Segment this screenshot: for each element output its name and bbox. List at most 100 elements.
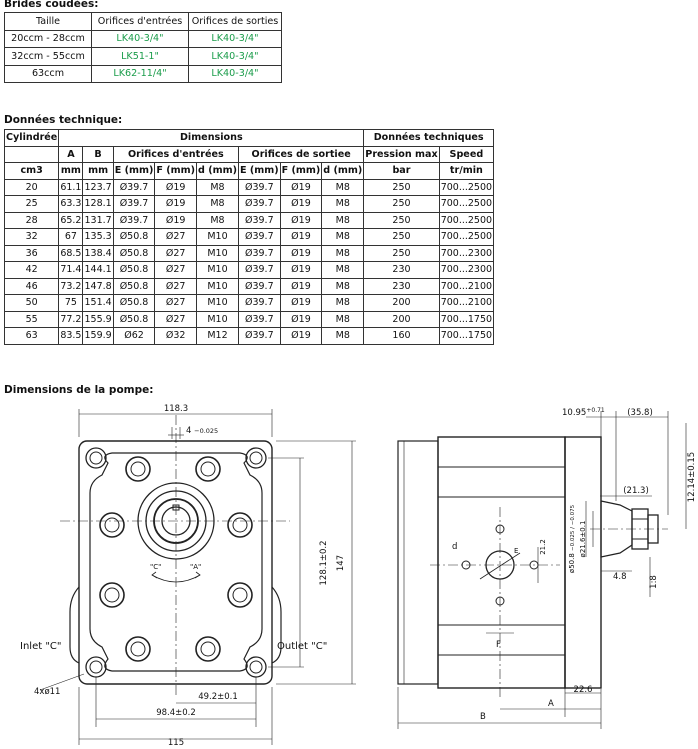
tech-cell: Ø19: [279, 277, 323, 295]
dim-213: (21.3): [623, 486, 649, 496]
dim-1095: 10.95+0.71: [562, 407, 605, 418]
tech-cell: 151.4: [82, 294, 114, 312]
dim-128: 128.1±0.2: [319, 541, 329, 586]
tech-cell: 250: [363, 211, 440, 229]
tech-header-orifices-sortie: Orifices de sortiee: [237, 145, 365, 163]
tech-cell: 46: [3, 277, 60, 295]
tech-cell: M8: [321, 261, 365, 279]
dim-226: 22.6: [574, 685, 593, 695]
tech-cell: M8: [321, 211, 365, 229]
tech-cell: 28: [3, 211, 60, 229]
tech-unit-cell: mm: [82, 162, 114, 180]
dim-4: 4 −0.025: [186, 426, 218, 436]
tech-cell: Ø50.8: [112, 261, 156, 279]
brides-cell: 32ccm - 55ccm: [4, 47, 92, 66]
tech-title: Données technique:: [4, 114, 123, 126]
tech-header-b: B: [82, 145, 114, 163]
tech-header-pression: Pression max: [363, 145, 440, 163]
tech-cell: 36: [3, 244, 60, 262]
tech-cell: M8: [321, 195, 365, 213]
tech-cell: M8: [321, 294, 365, 312]
tech-cell: 155.9: [82, 310, 114, 328]
brides-cell: 63ccm: [4, 64, 92, 83]
tech-cell: Ø27: [154, 277, 197, 295]
dim-118: 118.3: [164, 404, 188, 414]
tech-cell: Ø27: [154, 261, 197, 279]
brides-title: Brides coudées:: [4, 0, 99, 10]
label-f: F: [496, 640, 501, 650]
tech-header-donnees: Données techniques: [363, 129, 495, 147]
tech-cell: 25: [3, 195, 60, 213]
tech-cell: 159.9: [82, 327, 114, 345]
tech-cell: Ø27: [154, 228, 197, 246]
tech-cell: Ø39.7: [237, 327, 281, 345]
tech-cell: 250: [363, 178, 440, 196]
tech-cell: 700...2500: [438, 228, 495, 246]
tech-cell: 250: [363, 228, 440, 246]
brides-cell: LK51-1": [91, 47, 189, 66]
tech-cell: 128.1: [82, 195, 114, 213]
tech-cell: 160: [363, 327, 440, 345]
tech-unit-cell: cm3: [3, 162, 60, 180]
tech-cell: 61.1: [58, 178, 84, 196]
tech-cell: Ø19: [279, 228, 323, 246]
tech-cell: Ø39.7: [237, 195, 281, 213]
brides-cell: LK62-11/4": [91, 64, 189, 83]
brides-cell: LK40-3/4": [188, 64, 282, 83]
tech-cell: Ø50.8: [112, 244, 156, 262]
tech-cell: Ø19: [279, 294, 323, 312]
brides-table: Taille Orifices d'entrées Orifices de so…: [4, 12, 282, 83]
tech-cell: 55: [3, 310, 60, 328]
tech-cell: Ø27: [154, 294, 197, 312]
tech-unit-cell: d (mm): [196, 162, 239, 180]
tech-unit-cell: E (mm): [112, 162, 156, 180]
dim-212: 21.2: [539, 539, 547, 555]
tech-unit-cell: bar: [363, 162, 440, 180]
tech-cell: Ø27: [154, 310, 197, 328]
tech-cell: Ø32: [154, 327, 197, 345]
tech-cell: 73.2: [58, 277, 84, 295]
drawing-title: Dimensions de la pompe:: [4, 384, 154, 396]
tech-cell: Ø50.8: [112, 277, 156, 295]
tech-cell: 63.3: [58, 195, 84, 213]
table-row: 32ccm - 55ccm LK51-1" LK40-3/4": [4, 47, 282, 66]
tech-header-row-2: A B Orifices d'entrées Orifices de sorti…: [3, 145, 495, 163]
brides-cell: 20ccm - 28ccm: [4, 29, 92, 48]
tech-cell: 135.3: [82, 228, 114, 246]
tech-cell: Ø39.7: [237, 244, 281, 262]
dim-1214: 12.14±0.15: [687, 452, 697, 502]
tech-cell: Ø39.7: [237, 228, 281, 246]
tech-cell: Ø19: [279, 244, 323, 262]
label-d: d: [452, 542, 457, 552]
tech-cell: 700...1750: [438, 310, 495, 328]
tech-cell: 700...1750: [438, 327, 495, 345]
tech-cell: 700...2300: [438, 244, 495, 262]
tech-cell: 700...2500: [438, 178, 495, 196]
tech-cell: M10: [196, 277, 239, 295]
tech-header-orifices-entrees: Orifices d'entrées: [112, 145, 239, 163]
tech-cell: 50: [3, 294, 60, 312]
tech-cell: Ø39.7: [112, 211, 156, 229]
tech-header-a: A: [58, 145, 84, 163]
brides-cell: LK40-3/4": [188, 47, 282, 66]
tech-cell: 123.7: [82, 178, 114, 196]
tech-cell: Ø19: [279, 327, 323, 345]
tech-cell: 42: [3, 261, 60, 279]
dim-48: 4.8: [613, 572, 627, 582]
tech-cell: Ø39.7: [237, 310, 281, 328]
tech-unit-cell: E (mm): [237, 162, 281, 180]
tech-cell: 63: [3, 327, 60, 345]
tech-cell: Ø19: [154, 211, 197, 229]
tech-unit-cell: F (mm): [279, 162, 323, 180]
tech-cell: M8: [321, 228, 365, 246]
brides-cell: LK40-3/4": [188, 29, 282, 48]
tech-cell: Ø19: [279, 261, 323, 279]
